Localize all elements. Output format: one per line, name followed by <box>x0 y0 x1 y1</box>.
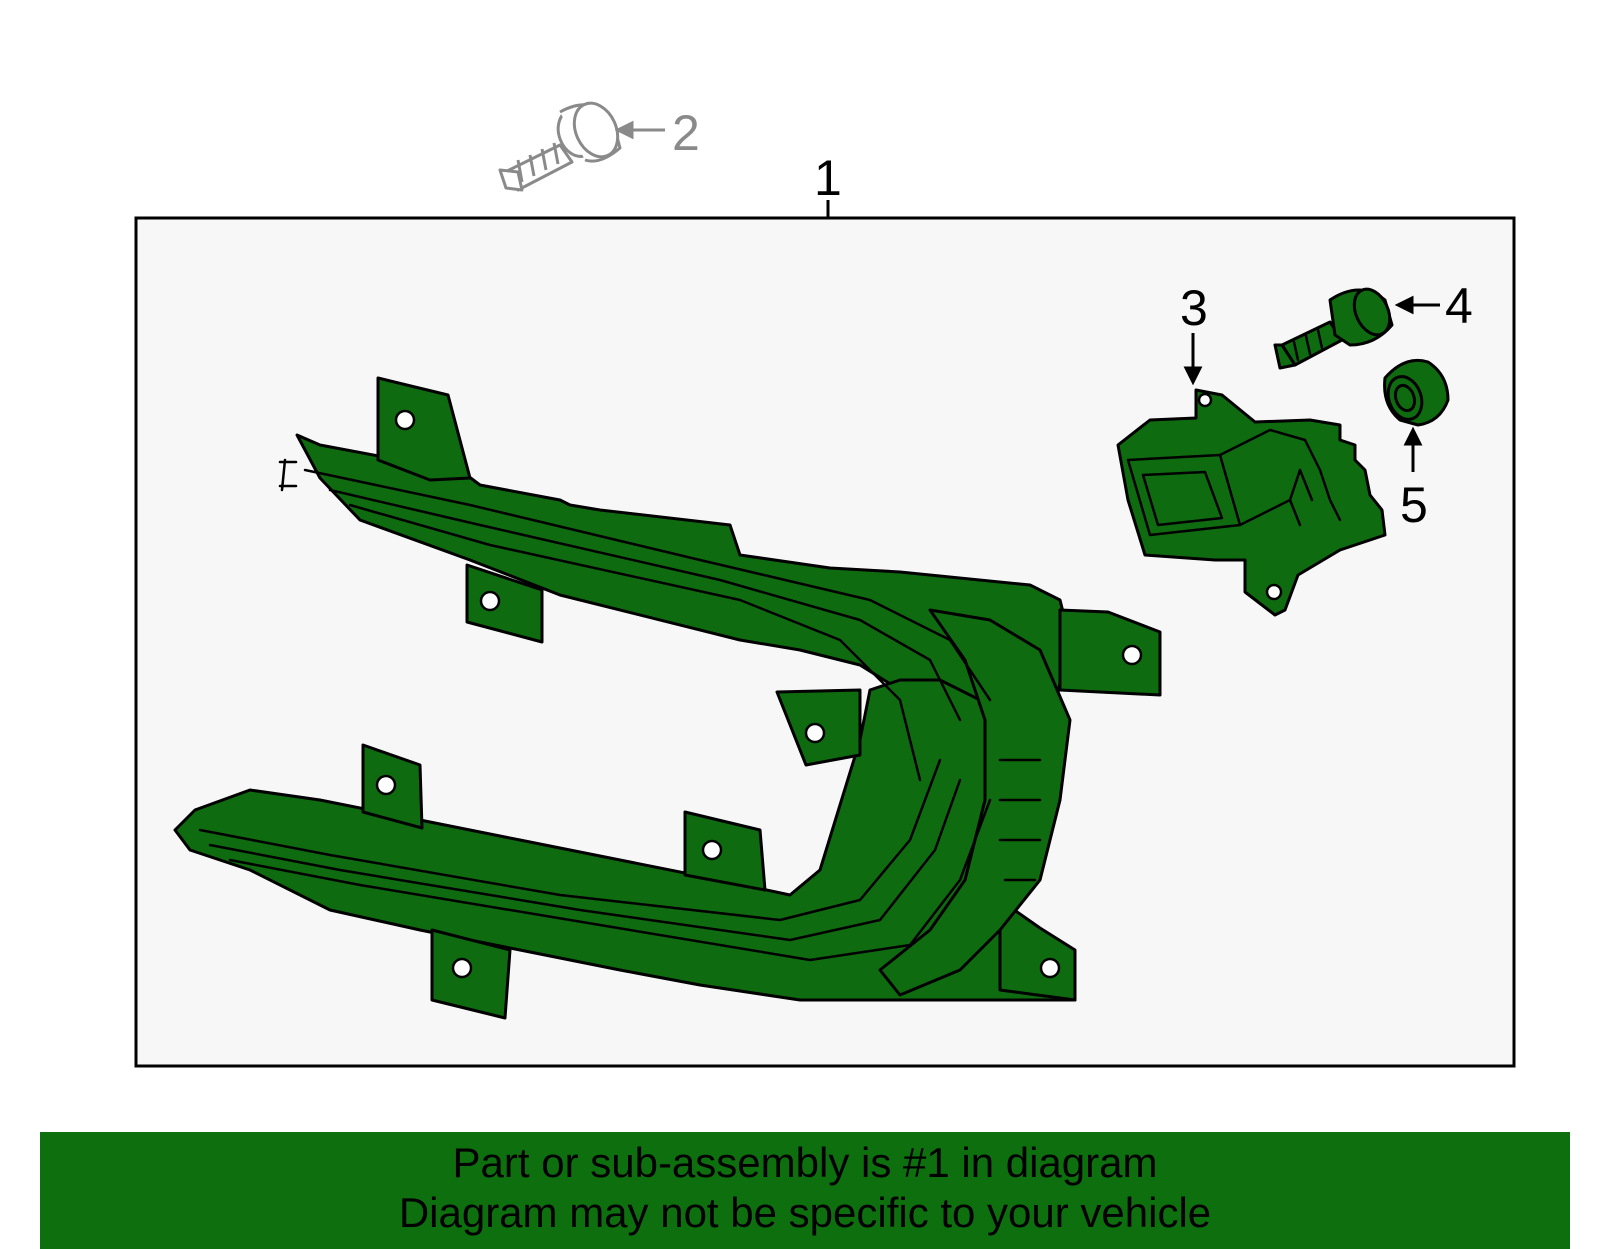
callout-5: 5 <box>1400 477 1428 533</box>
lamp-housing-3 <box>1116 388 1387 617</box>
callout-3-leader <box>1183 333 1203 386</box>
callout-2: 2 <box>672 105 700 161</box>
parts-diagram: 2 1 <box>134 101 1516 1068</box>
banner-line-2: Diagram may not be specific to your vehi… <box>398 1189 1212 1236</box>
grommet-5-icon <box>1383 358 1450 427</box>
callout-2-leader <box>614 120 665 140</box>
screw-2-icon <box>498 101 622 192</box>
callout-5-leader <box>1403 426 1423 472</box>
callout-1: 1 <box>814 150 842 206</box>
callout-4: 4 <box>1445 278 1473 334</box>
callout-3: 3 <box>1180 280 1208 336</box>
bracket-assembly <box>173 376 1162 1020</box>
banner-line-1: Part or sub-assembly is #1 in diagram <box>452 1139 1158 1186</box>
callout-4-leader <box>1394 295 1440 315</box>
screw-4-icon <box>1273 287 1394 370</box>
info-banner: Part or sub-assembly is #1 in diagram Di… <box>40 1132 1570 1249</box>
